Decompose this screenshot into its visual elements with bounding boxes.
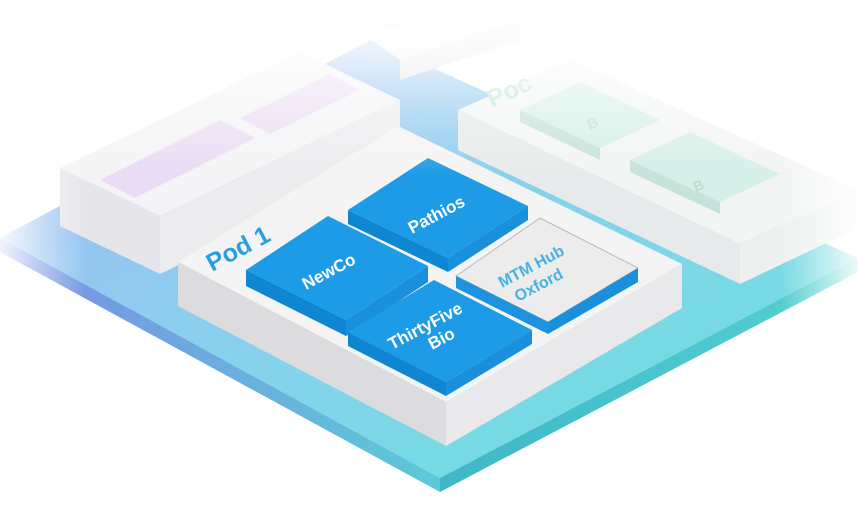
isometric-scene: Poc B B Pod 1 Pathios NewCo MTM Hub Oxfo… bbox=[0, 0, 858, 492]
scene-graphic: Poc B B Pod 1 Pathios NewCo MTM Hub Oxfo… bbox=[0, 0, 858, 492]
